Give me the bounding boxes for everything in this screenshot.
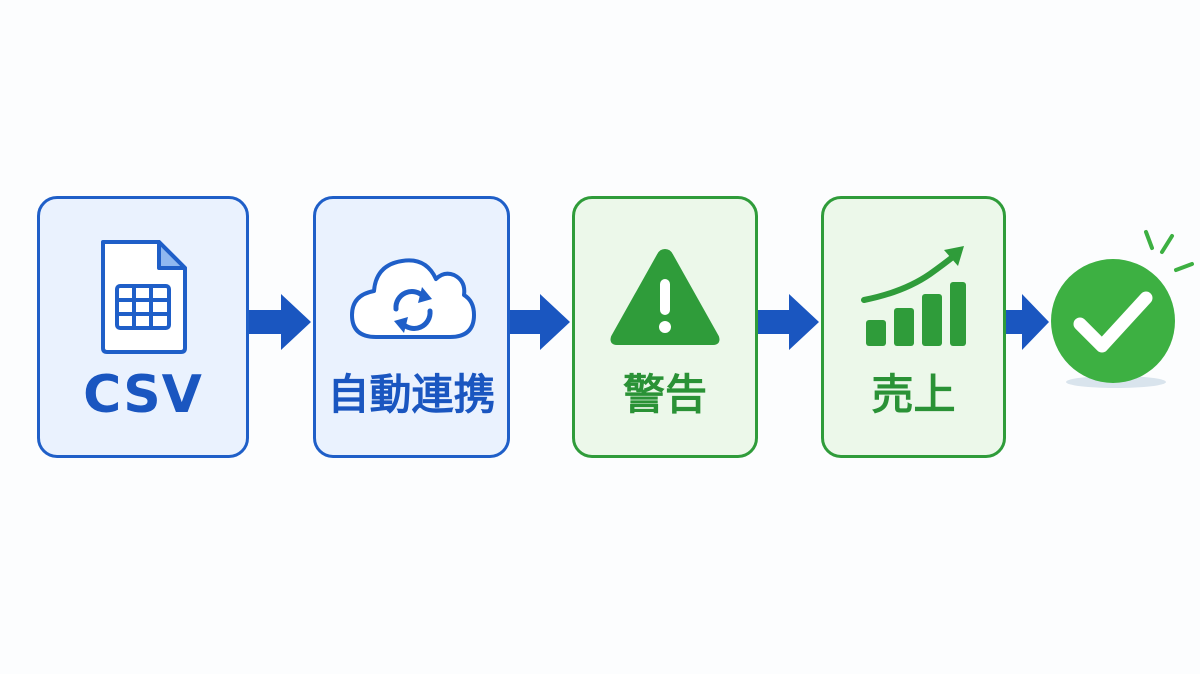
arrow-right-icon — [1006, 294, 1049, 350]
arrow-right-icon — [758, 294, 819, 350]
step-auto-sync: 自動連携 — [313, 196, 510, 458]
step-label: CSV — [83, 365, 203, 425]
step-label: 売上 — [871, 370, 956, 419]
step-label: 警告 — [622, 370, 707, 419]
spreadsheet-file-icon — [40, 237, 246, 357]
sparkle-lines-icon — [1144, 230, 1194, 272]
step-label: 自動連携 — [327, 370, 496, 419]
warning-icon — [575, 237, 755, 357]
step-sales: 売上 — [821, 196, 1006, 458]
cloud-sync-icon — [316, 237, 507, 357]
step-csv: CSV — [37, 196, 249, 458]
arrow-right-icon — [249, 294, 311, 350]
arrow-right-icon — [510, 294, 570, 350]
check-circle-icon — [1051, 259, 1175, 383]
step-warning: 警告 — [572, 196, 758, 458]
sales-growth-chart-icon — [824, 237, 1003, 357]
